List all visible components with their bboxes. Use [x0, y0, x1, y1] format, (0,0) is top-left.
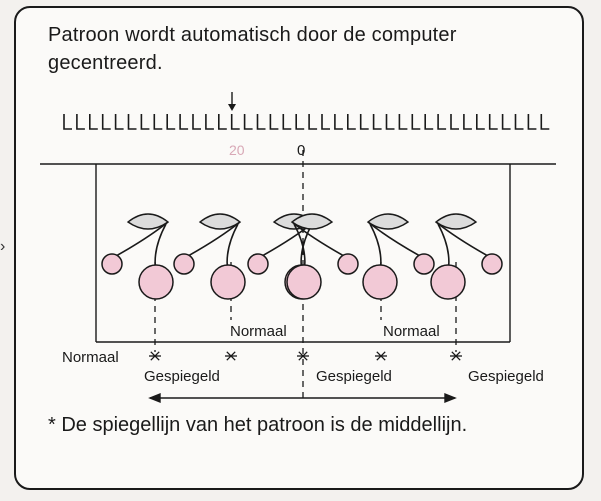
down-arrow-icon — [228, 92, 236, 111]
needle-tooth — [114, 114, 124, 130]
needle-tooth — [192, 114, 201, 130]
scale-label-0: 0 — [297, 142, 305, 159]
needle-tooth — [527, 114, 537, 130]
needle-tooth — [463, 114, 472, 130]
needle-tooth — [411, 114, 421, 130]
needle-tooth — [63, 114, 72, 130]
info-panel — [14, 6, 584, 490]
needle-tooth — [76, 114, 85, 130]
needle-tooth — [166, 114, 176, 130]
needle-tooth — [424, 114, 434, 130]
label-gespiegeld-2: Gespiegeld — [316, 368, 392, 385]
asterisk-marker-icon — [149, 351, 161, 361]
needle-tooth — [218, 114, 227, 130]
scale-label-20: 20 — [229, 142, 245, 158]
needle-tooth — [488, 114, 498, 130]
asterisk-marker-icon — [225, 351, 237, 361]
asterisk-marker-icon — [297, 351, 309, 361]
label-normaal-mid2: Normaal — [383, 323, 440, 340]
cherry-pattern — [101, 213, 503, 300]
title-line-1: Patroon wordt automatisch door de comput… — [48, 24, 457, 46]
label-gespiegeld-1: Gespiegeld — [144, 368, 220, 385]
footnote: * De spiegellijn van het patroon is de m… — [48, 414, 468, 436]
needle-tooth — [101, 114, 111, 130]
needle-tooth — [153, 114, 163, 130]
side-arrow-icon: › — [0, 238, 6, 255]
needle-tooth — [321, 114, 330, 130]
asterisk-marker-icon — [375, 351, 387, 361]
label-normaal-left: Normaal — [62, 349, 119, 366]
needle-tooth — [269, 114, 279, 130]
needle-tooth — [437, 114, 447, 130]
needle-tooth — [230, 114, 240, 130]
needle-tooth — [282, 114, 292, 130]
needle-scale — [63, 114, 550, 130]
label-gespiegeld-3: Gespiegeld — [468, 368, 544, 385]
needle-tooth — [243, 114, 253, 130]
title-line-2: gecentreerd. — [48, 52, 163, 74]
cherry-motif — [101, 213, 174, 300]
double-arrow — [148, 392, 457, 404]
needle-tooth — [179, 114, 189, 130]
needle-tooth — [89, 114, 98, 130]
needle-tooth — [295, 114, 305, 130]
needle-tooth — [127, 114, 137, 130]
needle-tooth — [334, 114, 343, 130]
cherry-motif-mirrored — [430, 213, 503, 300]
needle-tooth — [140, 114, 150, 130]
cherry-motif-mirrored — [286, 213, 359, 300]
needle-tooth — [501, 114, 511, 130]
needle-tooth — [385, 114, 395, 130]
needle-tooth — [372, 114, 382, 130]
needle-tooth — [205, 114, 214, 130]
needle-tooth — [347, 114, 356, 130]
needle-tooth — [398, 114, 408, 130]
needle-tooth — [476, 114, 485, 130]
label-normaal-mid1: Normaal — [230, 323, 287, 340]
needle-tooth — [308, 114, 318, 130]
asterisk-marker-icon — [450, 351, 462, 361]
cherry-motif — [173, 213, 246, 300]
needle-tooth — [256, 114, 266, 130]
needle-tooth — [540, 114, 550, 130]
needle-tooth — [450, 114, 459, 130]
cherry-motif-mirrored — [362, 213, 435, 300]
asterisk-markers — [149, 351, 462, 361]
needle-tooth — [359, 114, 369, 130]
needle-tooth — [514, 114, 524, 130]
